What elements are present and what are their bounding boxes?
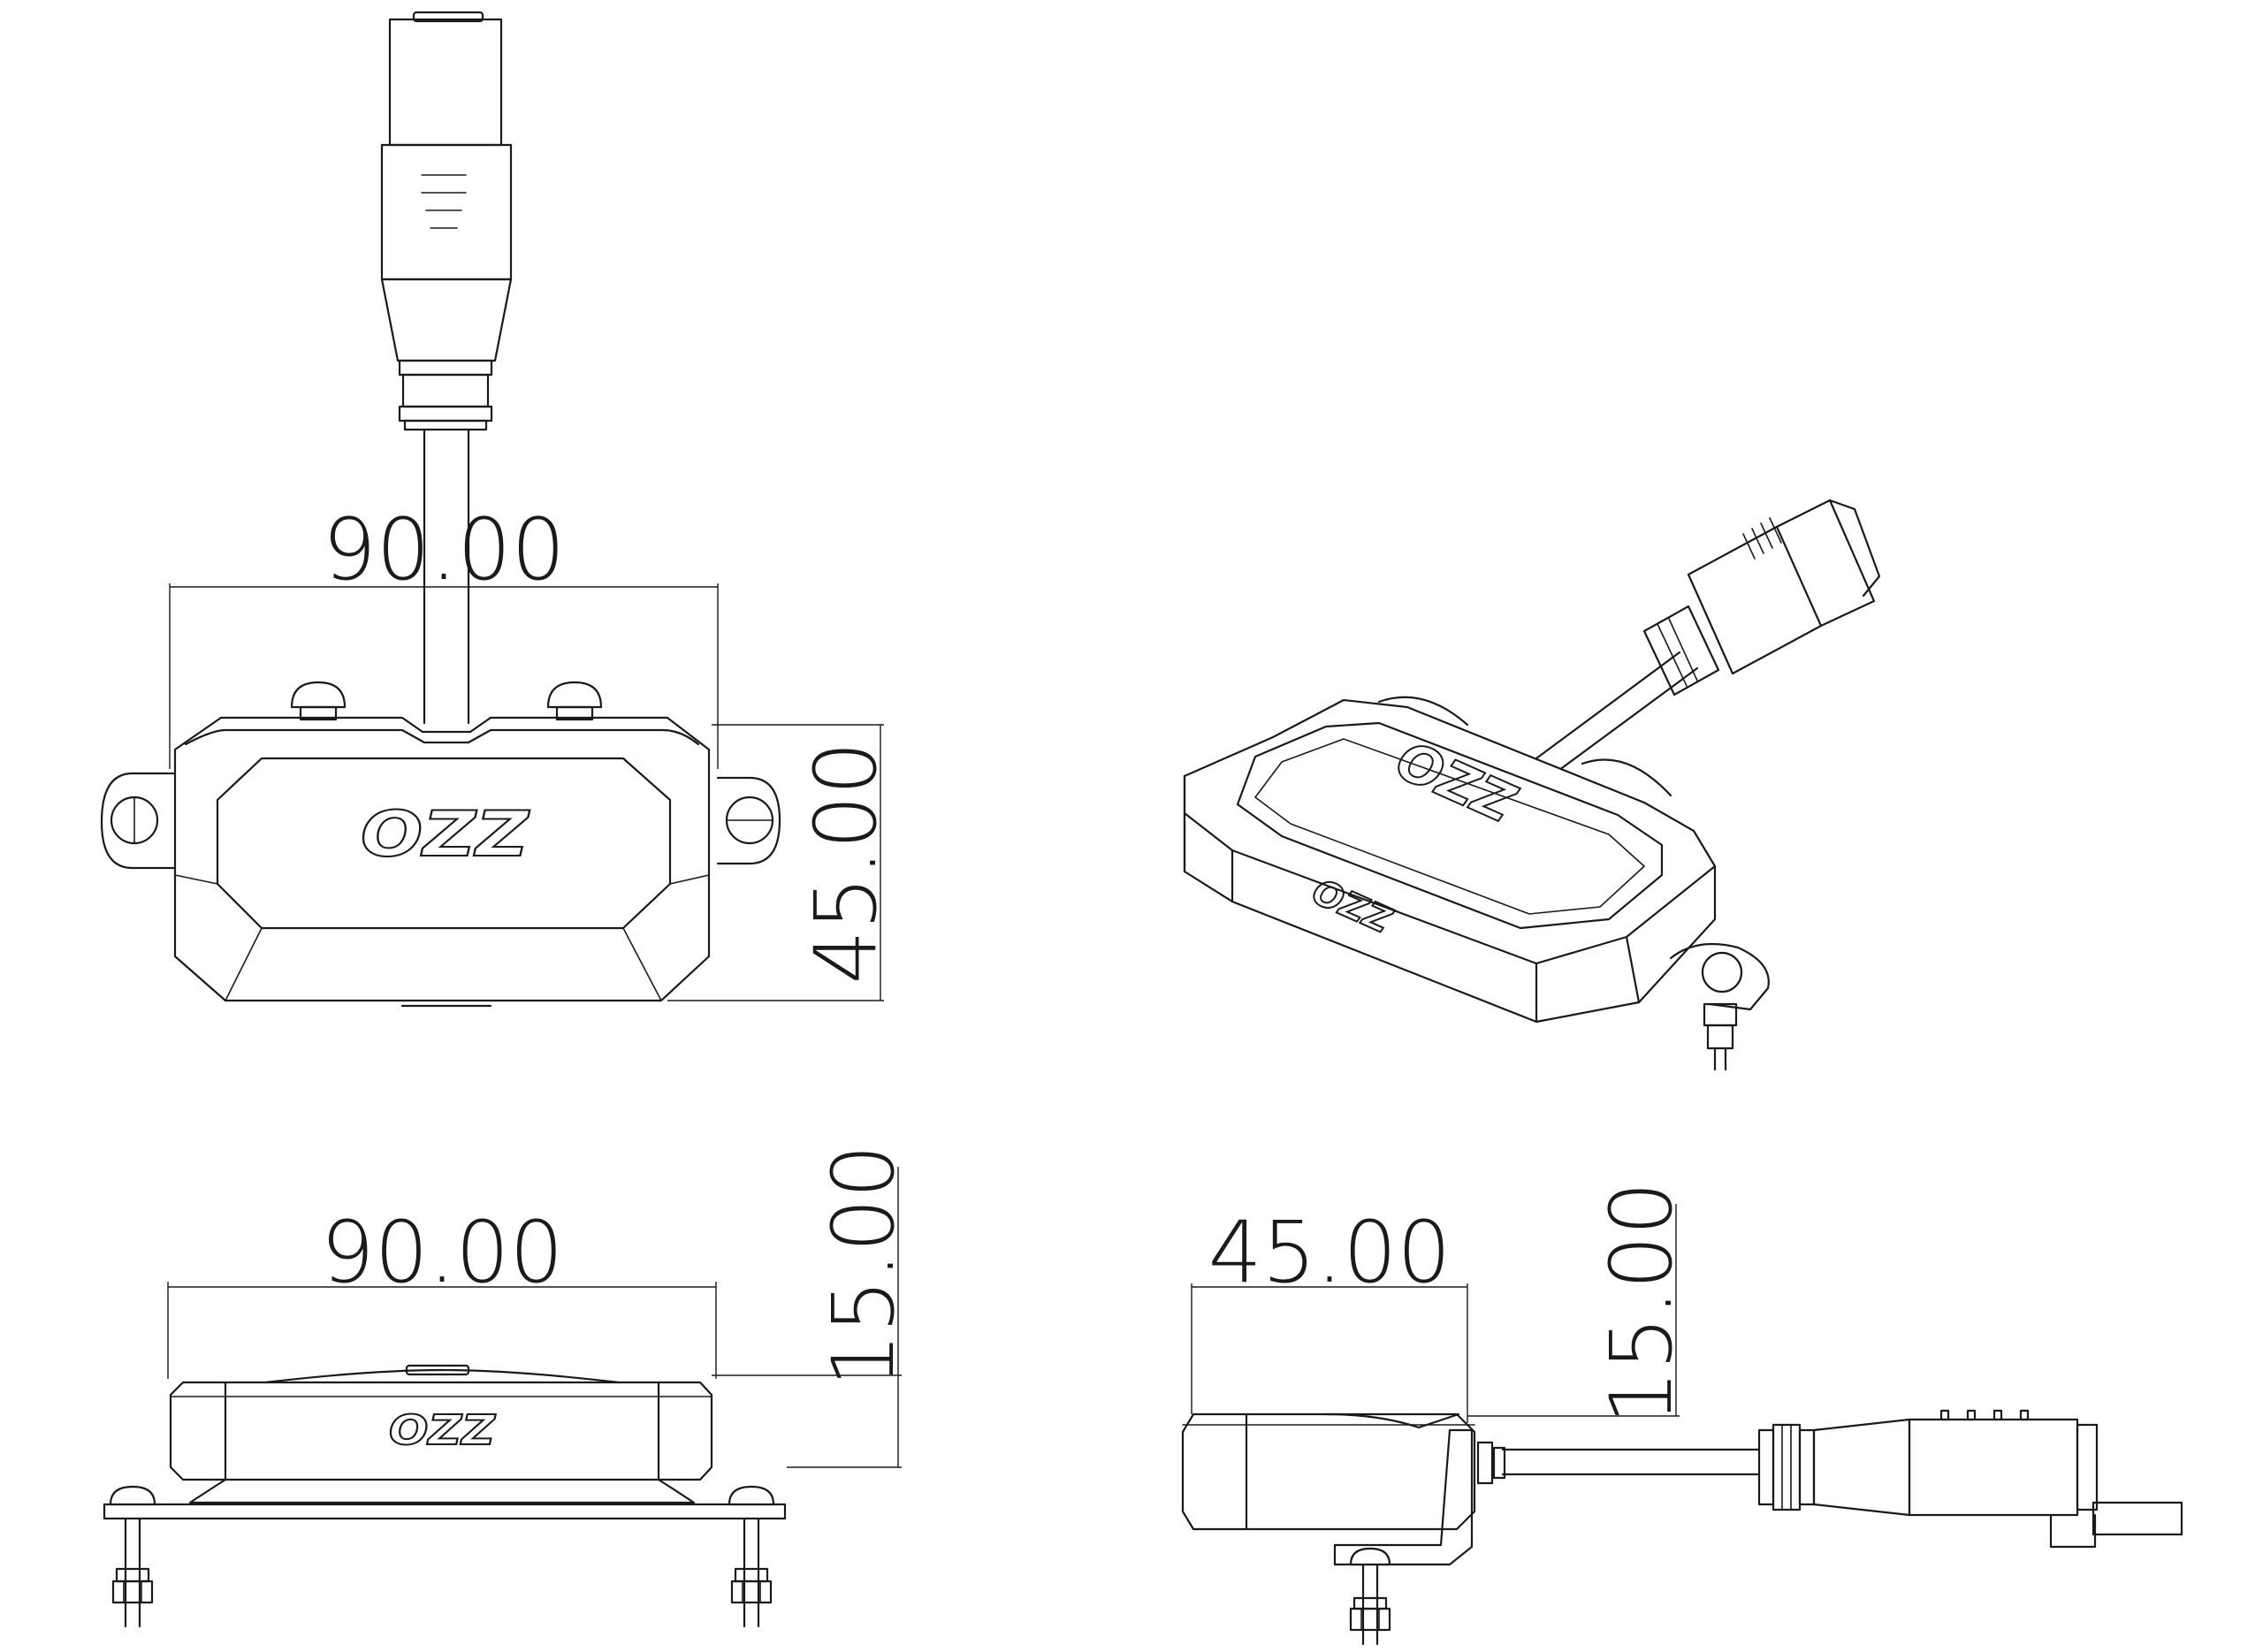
top-view-screws bbox=[290, 681, 603, 721]
isometric-view: OZZ OZZ bbox=[1183, 499, 1881, 1071]
top-height-label: 45.00 bbox=[796, 742, 895, 985]
top-view: OZZ 90.00 45.00 bbox=[100, 11, 895, 1008]
side-width-label: 45.00 bbox=[1208, 1203, 1452, 1302]
top-view-connector bbox=[380, 11, 513, 725]
top-view-mount-tabs bbox=[100, 772, 781, 870]
top-view-logo: OZZ bbox=[361, 798, 530, 871]
top-width-label: 90.00 bbox=[323, 500, 566, 599]
side-view: 45.00 15.00 bbox=[1181, 1182, 2183, 1646]
front-height-label: 15.00 bbox=[814, 1145, 913, 1388]
side-height-label: 15.00 bbox=[1592, 1182, 1691, 1425]
top-view-dimensions: 90.00 45.00 bbox=[169, 500, 895, 1001]
front-view-logo: OZZ bbox=[389, 1406, 497, 1454]
top-view-body: OZZ bbox=[173, 716, 711, 1008]
front-width-label: 90.00 bbox=[321, 1203, 564, 1302]
front-view: OZZ 90.00 15.00 bbox=[103, 1145, 913, 1628]
